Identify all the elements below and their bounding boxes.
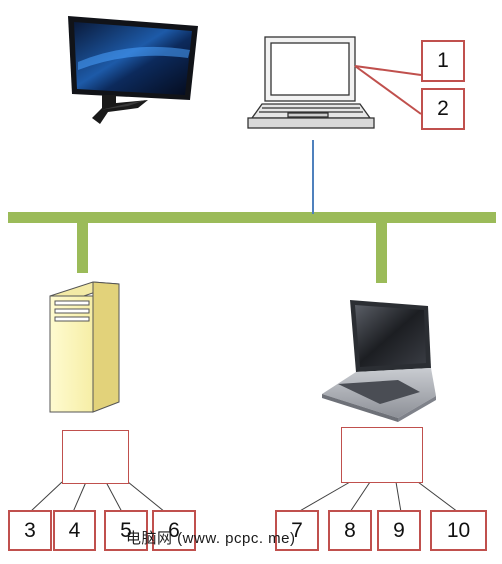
lcd-monitor-icon bbox=[68, 16, 198, 124]
label-box-10: 10 bbox=[430, 510, 487, 551]
label-box-1: 1 bbox=[421, 40, 465, 82]
connector-lines-top bbox=[354, 65, 422, 115]
label-box-3: 3 bbox=[8, 510, 52, 551]
label-box-8: 8 bbox=[328, 510, 372, 551]
group-box-server bbox=[62, 430, 129, 484]
drop-line-laptop bbox=[376, 223, 387, 283]
label-box-9: 9 bbox=[377, 510, 421, 551]
label-box-4: 4 bbox=[53, 510, 96, 551]
connector-lines-left-group bbox=[29, 481, 166, 513]
label-box-6: 6 bbox=[152, 510, 196, 551]
laptop-outline-icon bbox=[247, 36, 375, 129]
group-box-laptop bbox=[341, 427, 423, 483]
watermark-text: 电脑网 (www. pcpc. me) bbox=[126, 530, 296, 547]
network-bus bbox=[8, 140, 496, 283]
connector-lines-right-group bbox=[297, 481, 459, 513]
label-box-7: 7 bbox=[275, 510, 319, 551]
drop-line-server bbox=[77, 223, 88, 273]
label-box-5: 5 bbox=[104, 510, 148, 551]
bus-bar bbox=[8, 212, 496, 223]
label-box-2: 2 bbox=[421, 88, 465, 130]
tower-server-icon bbox=[49, 281, 120, 413]
laptop-photo-icon bbox=[322, 300, 436, 422]
